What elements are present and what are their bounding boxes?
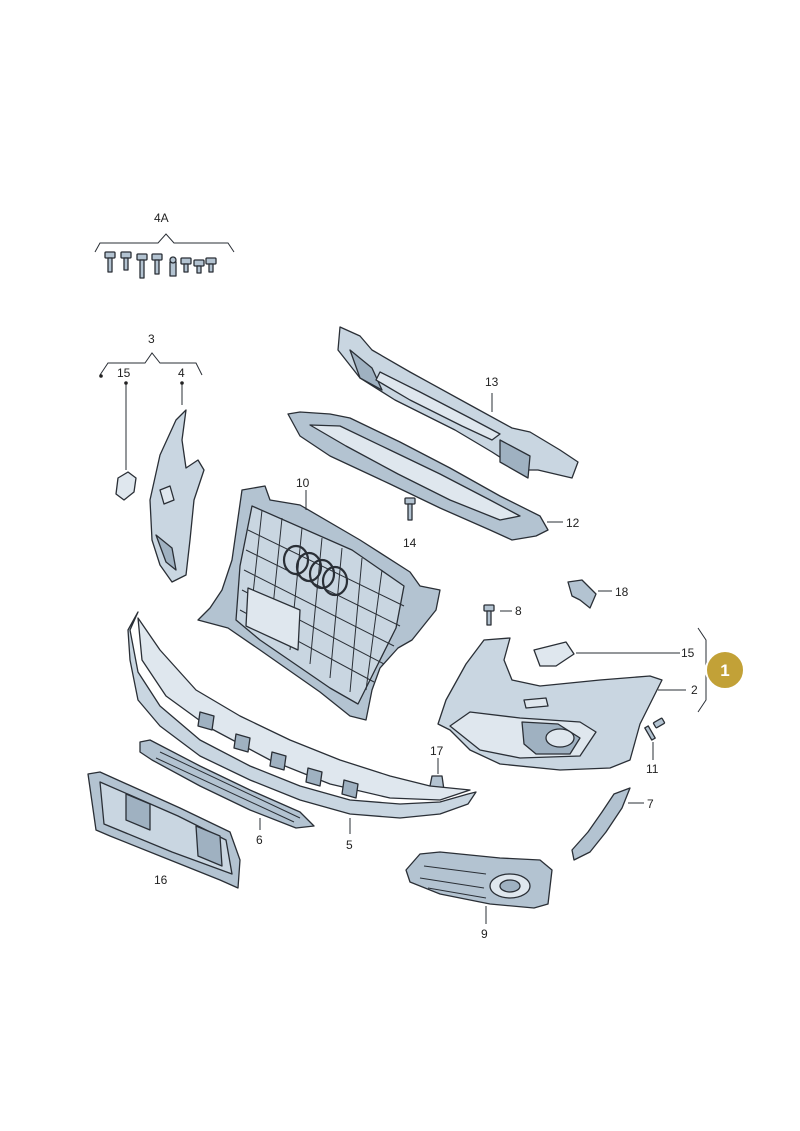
screw-14 (404, 497, 416, 521)
label-16: 16 (154, 873, 168, 887)
fastener-set-4A (94, 233, 235, 279)
badge-number: 1 (720, 661, 729, 680)
side-bracket-4 (149, 409, 205, 583)
label-12: 12 (566, 516, 580, 530)
grille-10 (197, 485, 441, 721)
trim-strip-7 (571, 787, 631, 861)
label-4A: 4A (154, 211, 169, 225)
label-9: 9 (481, 927, 488, 941)
screw-11 (644, 717, 666, 741)
label-7: 7 (647, 797, 654, 811)
label-4: 4 (178, 366, 185, 380)
label-15-right: 15 (681, 646, 695, 660)
cover-cap-15-right (533, 641, 575, 667)
label-3: 3 (148, 332, 155, 346)
label-2: 2 (691, 683, 698, 697)
label-6: 6 (256, 833, 263, 847)
group-bracket-1 (697, 627, 707, 713)
bracket-3 (99, 352, 203, 376)
label-10: 10 (296, 476, 310, 490)
impact-beam-13 (337, 326, 579, 479)
screw-8 (483, 604, 495, 626)
lower-spoiler-5 (127, 611, 477, 819)
label-13: 13 (485, 375, 499, 389)
grille-strip-6 (139, 739, 315, 829)
label-11: 11 (646, 762, 659, 776)
label-14: 14 (403, 536, 417, 550)
reinforcement-12 (287, 411, 549, 541)
label-18: 18 (615, 585, 629, 599)
callout-badge-1: 1 (705, 650, 745, 690)
label-15-left: 15 (117, 366, 131, 380)
label-17: 17 (430, 744, 444, 758)
license-plate-bracket-16 (87, 771, 241, 889)
bumper-cover-2 (437, 637, 663, 771)
cover-cap-15-left (115, 471, 137, 501)
bracket-18 (567, 579, 597, 609)
label-5: 5 (346, 838, 353, 852)
fog-lamp-grille-9 (405, 851, 553, 909)
label-8: 8 (515, 604, 522, 618)
